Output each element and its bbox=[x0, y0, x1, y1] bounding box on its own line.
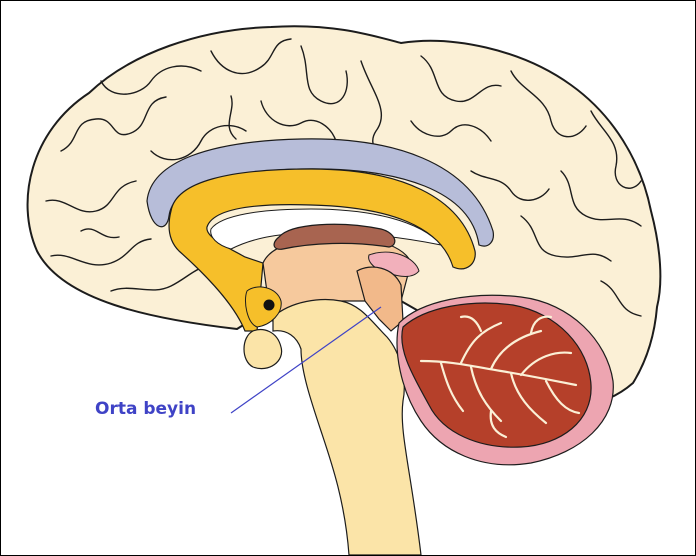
pituitary-stalk bbox=[244, 330, 282, 369]
midbrain-label: Orta beyin bbox=[95, 399, 196, 419]
